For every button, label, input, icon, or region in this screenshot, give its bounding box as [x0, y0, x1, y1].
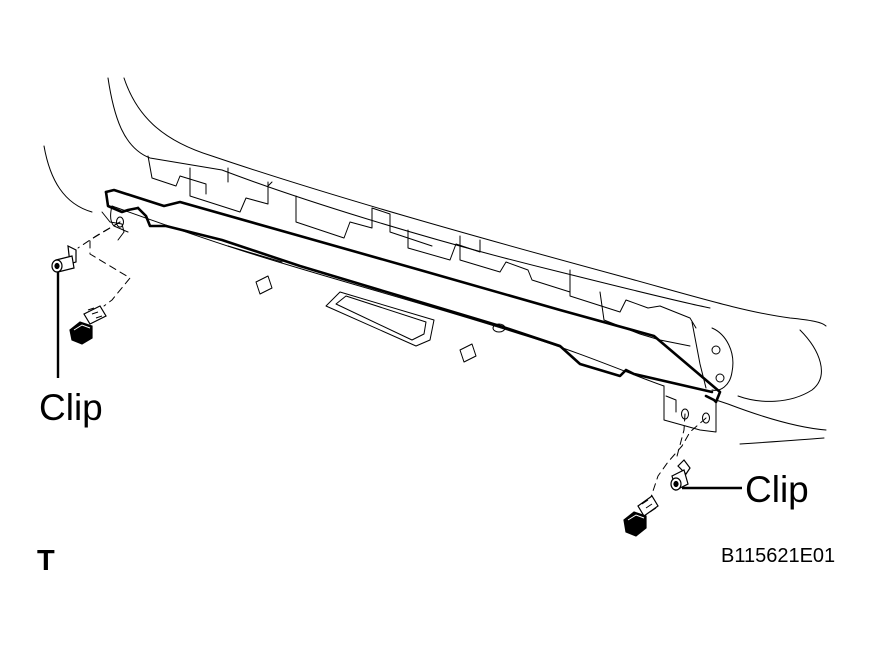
right-bolt-icon [623, 495, 659, 537]
left-clip-label: Clip [39, 387, 103, 428]
callout-leaders [56, 272, 742, 490]
vehicle-body-outline [43, 77, 827, 445]
right-clip-icon [670, 459, 691, 491]
right-end-bracket [665, 395, 710, 424]
left-bolt-icon [69, 305, 107, 345]
right-clip-label: Clip [745, 469, 809, 510]
view-letter: T [37, 545, 55, 577]
left-end-bracket [101, 211, 125, 241]
left-clip-icon [51, 244, 77, 273]
figure-code: B115621E01 [721, 545, 836, 567]
reinforcement-bar [104, 188, 722, 404]
face-features [227, 245, 506, 363]
assembly-guide-lines [77, 221, 707, 507]
